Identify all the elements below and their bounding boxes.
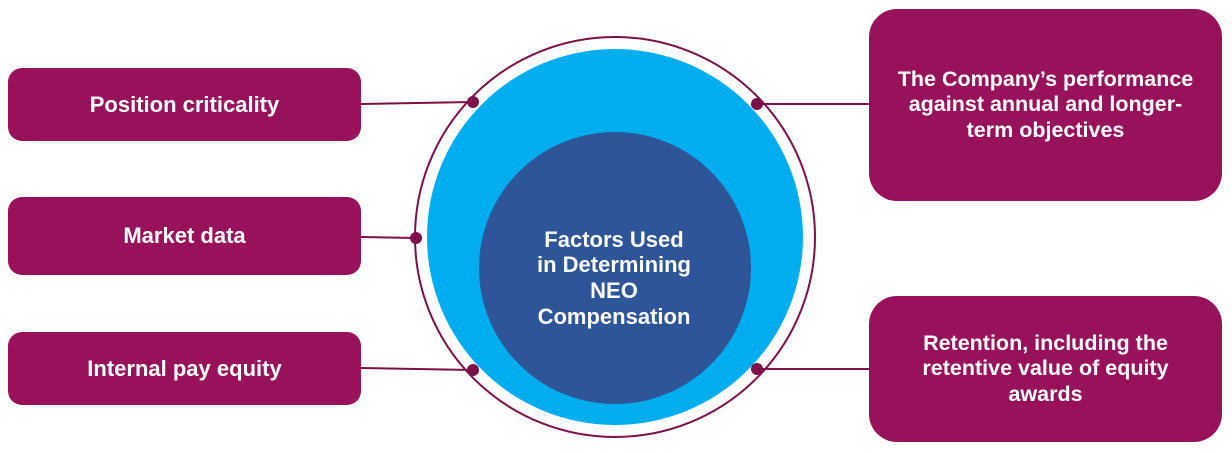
connector-dot-market	[410, 232, 422, 244]
connector-dot-retention	[751, 363, 763, 375]
connector-line-internal	[360, 367, 474, 371]
center-title: Factors Used in Determining NEO Compensa…	[536, 226, 691, 329]
factor-label: Position criticality	[89, 91, 280, 117]
factor-label: Internal pay equity	[87, 355, 282, 381]
connector-dot-internal	[467, 364, 479, 376]
factor-box-retention: Retention, including the retentive value…	[869, 296, 1222, 442]
factor-box-internal-pay-equity: Internal pay equity	[8, 332, 361, 405]
factor-label: Retention, including the retentive value…	[922, 330, 1169, 406]
connector-dot-position	[467, 96, 479, 108]
factor-box-company-performance: The Company’s performance against annual…	[869, 9, 1222, 201]
connector-line-market	[360, 236, 417, 239]
factor-label: The Company’s performance against annual…	[897, 66, 1194, 142]
factor-box-market-data: Market data	[8, 197, 361, 275]
inner-core-circle	[479, 132, 751, 404]
connector-dot-performance	[751, 98, 763, 110]
connector-line-position	[360, 101, 474, 105]
factor-label: Market data	[123, 223, 246, 249]
factor-box-position-criticality: Position criticality	[8, 68, 361, 141]
